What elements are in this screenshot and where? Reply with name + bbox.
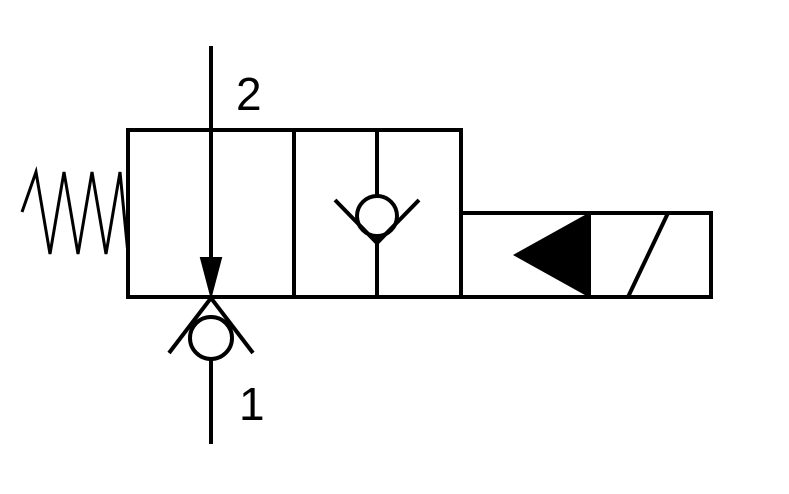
port-label-1: 1 bbox=[239, 378, 265, 430]
solenoid-triangle-icon bbox=[512, 213, 588, 297]
check-valve-ball-lower bbox=[188, 315, 234, 361]
solenoid-coil-slash bbox=[626, 212, 670, 298]
solenoid-actuator-box bbox=[459, 211, 713, 299]
port-label-2: 2 bbox=[236, 68, 262, 120]
check-valve-seat-lower bbox=[167, 294, 255, 355]
flow-arrow-down-icon bbox=[199, 257, 223, 300]
spring-symbol bbox=[20, 166, 130, 255]
